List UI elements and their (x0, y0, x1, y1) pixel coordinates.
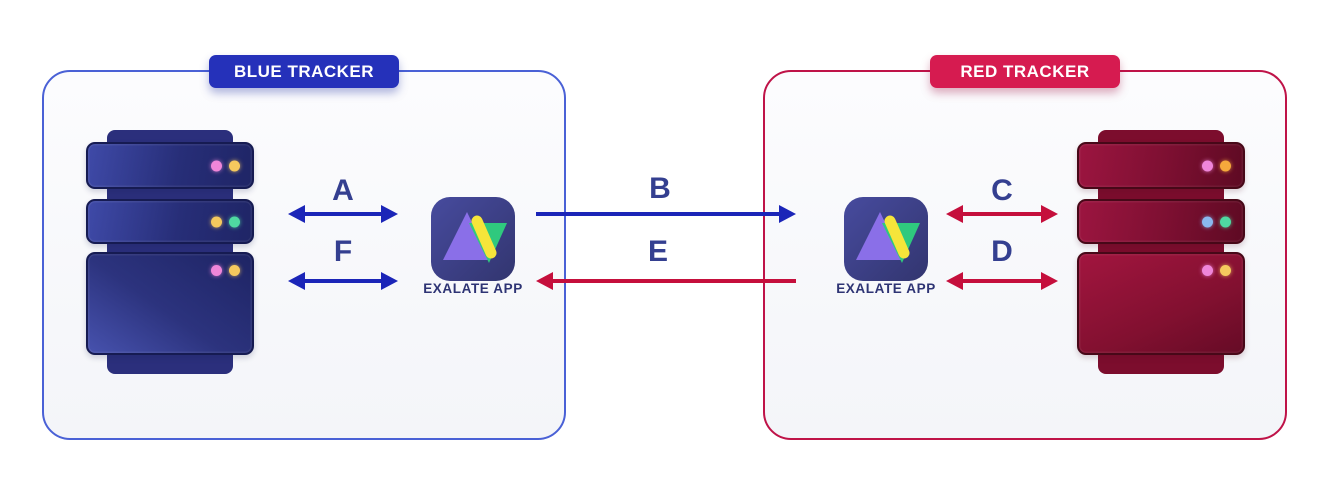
status-dot (229, 265, 240, 276)
arrow-e-label: E (647, 235, 669, 268)
status-dot (229, 216, 240, 227)
arrow-a (288, 205, 398, 223)
server-rack-unit (86, 142, 254, 189)
server-rack-unit (1077, 142, 1245, 189)
arrow-c (946, 205, 1058, 223)
arrow-e (536, 272, 796, 290)
exalate-app-icon (431, 197, 515, 281)
status-dot (211, 265, 222, 276)
exalate-app-label: EXALATE APP (423, 281, 523, 296)
arrow-a-label: A (332, 174, 354, 207)
status-dot (1220, 265, 1231, 276)
status-dot (1202, 265, 1213, 276)
status-dot (1202, 216, 1213, 227)
server-rack-unit (1077, 252, 1245, 355)
blue-server-icon (86, 128, 254, 378)
arrowhead-left-icon (288, 205, 305, 223)
arrowhead-left-icon (536, 272, 553, 290)
arrowhead-right-icon (1041, 205, 1058, 223)
arrowhead-right-icon (1041, 272, 1058, 290)
arrow-f-label: F (333, 235, 353, 268)
status-dot (229, 160, 240, 171)
status-dot (211, 160, 222, 171)
arrowhead-right-icon (779, 205, 796, 223)
status-dot (211, 216, 222, 227)
arrow-c-label: C (991, 174, 1013, 207)
red-tracker-label: RED TRACKER (930, 55, 1120, 88)
server-rack-unit (86, 252, 254, 355)
blue-tracker-label: BLUE TRACKER (209, 55, 399, 88)
server-rack-unit (1077, 199, 1245, 244)
arrow-f (288, 272, 398, 290)
arrowhead-right-icon (381, 205, 398, 223)
arrow-b (536, 205, 796, 223)
red-server-icon (1077, 128, 1245, 378)
arrow-d (946, 272, 1058, 290)
status-dot (1220, 160, 1231, 171)
arrowhead-left-icon (946, 205, 963, 223)
status-dot (1220, 216, 1231, 227)
exalate-app-label: EXALATE APP (836, 281, 936, 296)
arrowhead-right-icon (381, 272, 398, 290)
exalate-app-icon (844, 197, 928, 281)
arrow-d-label: D (991, 235, 1013, 268)
arrowhead-left-icon (946, 272, 963, 290)
arrow-b-label: B (649, 172, 671, 205)
arrowhead-left-icon (288, 272, 305, 290)
status-dot (1202, 160, 1213, 171)
server-rack-unit (86, 199, 254, 244)
